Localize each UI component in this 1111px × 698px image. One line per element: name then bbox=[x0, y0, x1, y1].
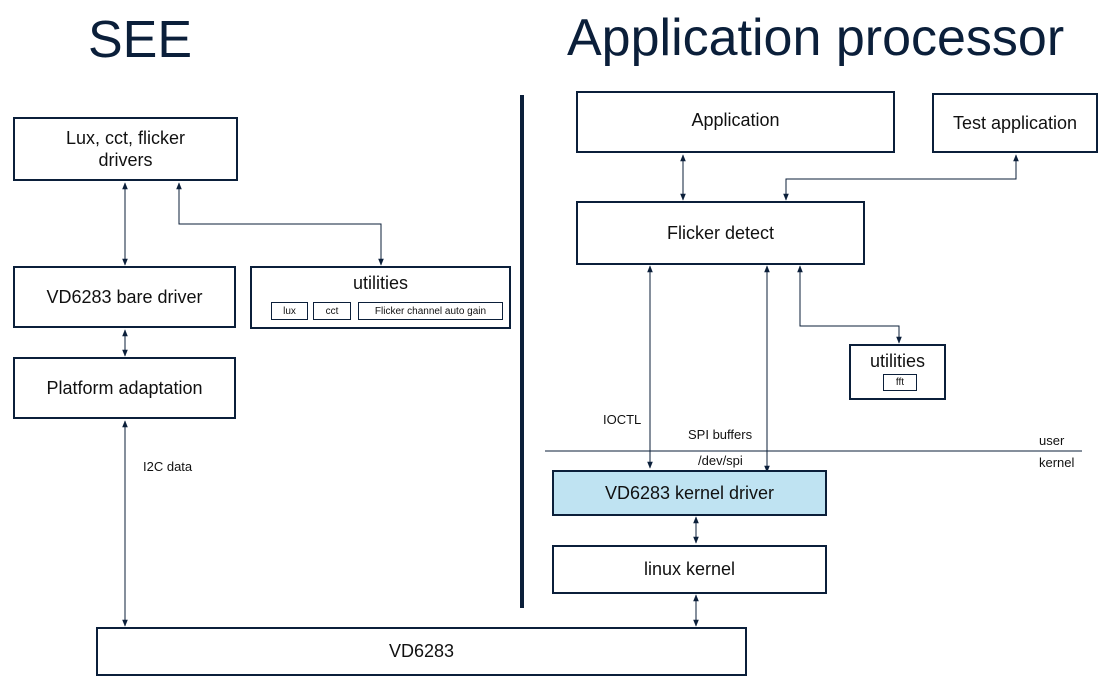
spi-buffers-label: SPI buffers bbox=[688, 427, 753, 442]
arrow-drivers-utilities bbox=[176, 182, 384, 266]
kernel-driver-box: VD6283 kernel driver bbox=[552, 470, 827, 516]
linux-kernel-label: linux kernel bbox=[643, 559, 736, 580]
ioctl-label: IOCTL bbox=[603, 412, 642, 427]
device-box: VD6283 bbox=[96, 627, 747, 676]
test-application-label: Test application bbox=[952, 112, 1078, 133]
application-box: Application bbox=[576, 91, 895, 153]
i2c-data-label: I2C data bbox=[143, 459, 193, 474]
util-cct: cct bbox=[313, 302, 351, 320]
arrow-flicker-utilities bbox=[797, 265, 902, 344]
device-label: VD6283 bbox=[388, 641, 455, 662]
bare-driver-box: VD6283 bare driver bbox=[13, 266, 236, 328]
linux-kernel-box: linux kernel bbox=[552, 545, 827, 594]
util-lux: lux bbox=[271, 302, 308, 320]
kernel-driver-label: VD6283 kernel driver bbox=[604, 482, 775, 503]
drivers-box: Lux, cct, flicker drivers bbox=[13, 117, 238, 181]
see-utilities-title: utilities bbox=[352, 273, 409, 293]
user-label: user bbox=[1039, 433, 1065, 448]
drivers-label: Lux, cct, flicker drivers bbox=[65, 127, 186, 171]
test-application-box: Test application bbox=[932, 93, 1098, 153]
util-fft: fft bbox=[883, 374, 917, 391]
ap-utilities-title: utilities bbox=[869, 351, 926, 371]
platform-box: Platform adaptation bbox=[13, 357, 236, 419]
see-title: SEE bbox=[88, 11, 193, 69]
kernel-label: kernel bbox=[1039, 455, 1075, 470]
dev-spi-label: /dev/spi bbox=[698, 453, 743, 468]
platform-label: Platform adaptation bbox=[46, 377, 203, 398]
ap-utilities-box: utilities bbox=[849, 344, 946, 400]
application-processor-title: Application processor bbox=[567, 9, 1065, 67]
flicker-detect-label: Flicker detect bbox=[666, 222, 775, 243]
flicker-detect-box: Flicker detect bbox=[576, 201, 865, 265]
bare-driver-label: VD6283 bare driver bbox=[46, 286, 203, 307]
util-flicker-auto-gain: Flicker channel auto gain bbox=[358, 302, 503, 320]
arrow-test-flicker bbox=[783, 154, 1019, 201]
application-label: Application bbox=[691, 109, 780, 130]
